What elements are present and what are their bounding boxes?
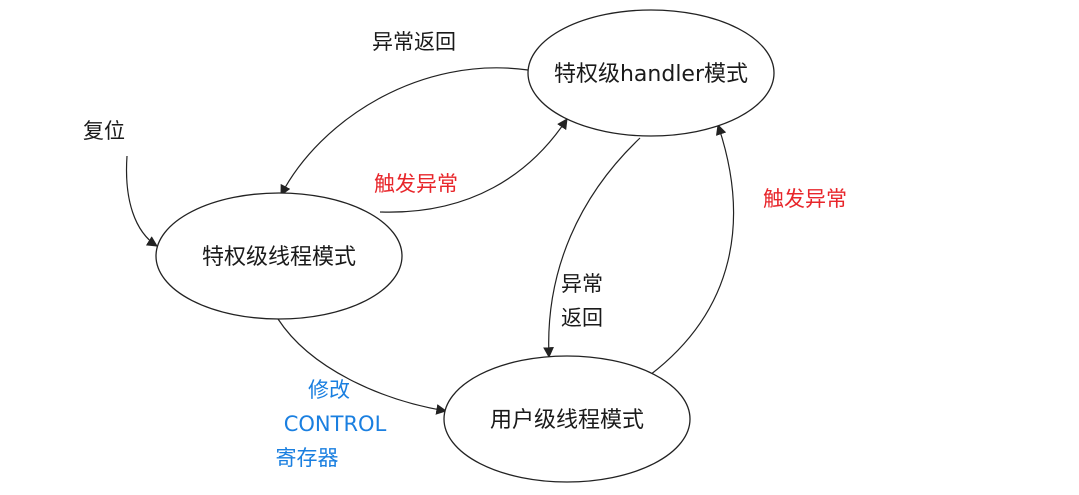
- user-return-label-line2: 返回: [561, 306, 603, 330]
- reset-edge: [125, 155, 158, 247]
- state-priv-thread-label: 特权级线程模式: [202, 245, 356, 270]
- reset-label: 复位: [83, 119, 125, 143]
- control-label-line3: 寄存器: [276, 446, 339, 470]
- priv-to-handler-trigger-edge: [379, 118, 568, 213]
- state-privileged-thread-mode: 特权级线程模式: [155, 192, 403, 320]
- state-handler-mode: 特权级handler模式: [527, 9, 775, 137]
- control-label-line1: 修改: [308, 378, 350, 402]
- state-user-thread-label: 用户级线程模式: [490, 408, 644, 433]
- handler-to-priv-return-edge: [280, 67, 529, 196]
- user-return-label-line1: 异常: [561, 272, 603, 296]
- handler-to-user-return-edge: [543, 137, 641, 359]
- priv-trigger-label: 触发异常: [374, 172, 458, 196]
- priv-to-user-control-edge: [277, 318, 448, 415]
- user-to-handler-trigger-edge: [649, 123, 735, 376]
- state-user-thread-mode: 用户级线程模式: [443, 355, 691, 483]
- state-handler-label: 特权级handler模式: [554, 62, 748, 87]
- handler-return-label: 异常返回: [372, 30, 456, 54]
- user-trigger-label: 触发异常: [763, 187, 847, 211]
- control-label-line2: CONTROL: [284, 412, 387, 436]
